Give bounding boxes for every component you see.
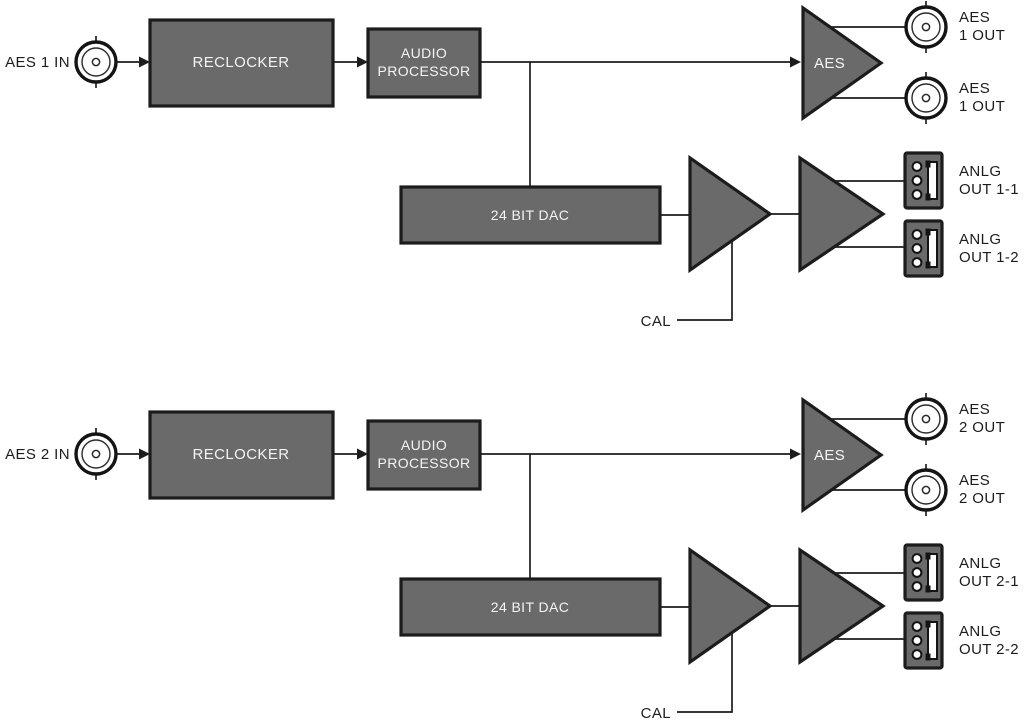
anlg-out1-label-line2: OUT 1-1 [959, 181, 1019, 198]
cal-label: CAL [641, 705, 671, 722]
terminal-bracket [927, 621, 938, 660]
bnc-input-connector [74, 428, 118, 480]
terminal-pin [911, 229, 923, 240]
bnc-inner-ring [911, 83, 941, 113]
bnc-inner-ring [911, 475, 941, 505]
bnc-center-pin [91, 57, 101, 67]
bnc-output-connector [904, 72, 948, 124]
anlg-out2-label-line2: OUT 2-2 [959, 641, 1019, 658]
audio-processor-label-line1: AUDIO [401, 45, 447, 61]
aes-driver-triangle [801, 4, 884, 122]
terminal-bracket-tab [925, 228, 931, 236]
arrowhead-icon [790, 448, 801, 460]
bnc-output-connector [904, 1, 948, 53]
terminal-output-connector [903, 219, 944, 278]
amplifier-2-triangle [798, 546, 886, 666]
reclocker-label: RECLOCKER [193, 54, 290, 71]
dac-label: 24 BIT DAC [491, 207, 569, 223]
terminal-pin [911, 189, 923, 200]
anlg-out1-label-line1: ANLG [959, 163, 1001, 180]
terminal-bracket-tab [925, 585, 931, 593]
terminal-output-connector [903, 151, 944, 210]
arrowhead-icon [790, 56, 801, 68]
terminal-pin [911, 635, 923, 646]
dac-label: 24 BIT DAC [491, 599, 569, 615]
channel-2-diagram: RECLOCKER AUDIO PROCESSOR 24 BIT DAC AES… [5, 393, 1019, 722]
terminal-bracket-tab [925, 653, 931, 661]
terminal-pin [911, 621, 923, 632]
bnc-inner-ring [911, 404, 941, 434]
arrowhead-icon [139, 56, 150, 68]
bnc-inner-ring [81, 439, 111, 469]
bnc-center-pin [921, 485, 931, 495]
aes-driver-label: AES [814, 55, 845, 72]
audio-processor-label-line2: PROCESSOR [377, 63, 470, 79]
terminal-pin [911, 161, 923, 172]
cal-label: CAL [641, 313, 671, 330]
aes-driver-triangle [801, 396, 884, 514]
arrowhead-icon [357, 448, 368, 460]
terminal-pin [911, 257, 923, 268]
aes-driver-label: AES [814, 447, 845, 464]
bnc-output-connector [904, 464, 948, 516]
terminal-pin [911, 567, 923, 578]
wire-cal [677, 628, 733, 713]
reclocker-block [148, 18, 335, 108]
terminal-bracket [927, 553, 938, 592]
terminal-pin [911, 243, 923, 254]
aes-out1-label-line2: 2 OUT [959, 419, 1005, 436]
aes-out1-label-line1: AES [959, 9, 990, 26]
terminal-output-connector [903, 543, 944, 602]
terminal-bracket-tab [925, 193, 931, 201]
dac-block [399, 185, 662, 245]
aes-out2-label-line2: 1 OUT [959, 98, 1005, 115]
bnc-center-pin [921, 414, 931, 424]
wire-cal [677, 236, 733, 321]
terminal-pin [911, 649, 923, 660]
arrowhead-icon [357, 56, 368, 68]
terminal-bracket-tab [925, 261, 931, 269]
terminal-pin [911, 175, 923, 186]
bnc-center-pin [921, 22, 931, 32]
terminal-pin [911, 581, 923, 592]
amplifier-1-triangle [688, 154, 773, 274]
amplifier-2-triangle [798, 154, 886, 274]
terminal-pin [911, 553, 923, 564]
terminal-bracket-tab [925, 620, 931, 628]
terminal-bracket-tab [925, 160, 931, 168]
anlg-out2-label-line1: ANLG [959, 623, 1001, 640]
audio-processor-block [366, 27, 482, 99]
aes-out1-label-line2: 1 OUT [959, 27, 1005, 44]
terminal-bracket [927, 229, 938, 268]
aes-out2-label-line1: AES [959, 80, 990, 97]
anlg-out1-label-line2: OUT 2-1 [959, 573, 1019, 590]
terminal-output-connector [903, 611, 944, 670]
input-label: AES 1 IN [5, 54, 70, 71]
anlg-out2-label-line2: OUT 1-2 [959, 249, 1019, 266]
bnc-inner-ring [911, 12, 941, 42]
bnc-input-connector [74, 36, 118, 88]
anlg-out1-label-line1: ANLG [959, 555, 1001, 572]
terminal-bracket-tab [925, 552, 931, 560]
bnc-center-pin [91, 449, 101, 459]
aes-out1-label-line1: AES [959, 401, 990, 418]
aes-out2-label-line1: AES [959, 472, 990, 489]
audio-processor-label-line2: PROCESSOR [377, 455, 470, 471]
amplifier-1-triangle [688, 546, 773, 666]
bnc-output-connector [904, 393, 948, 445]
audio-processor-block [366, 419, 482, 491]
reclocker-block [148, 410, 335, 500]
audio-processor-label-line1: AUDIO [401, 437, 447, 453]
bnc-center-pin [921, 93, 931, 103]
bnc-inner-ring [81, 47, 111, 77]
dac-block [399, 577, 662, 637]
channel-1-diagram: RECLOCKER AUDIO PROCESSOR 24 BIT DAC AES… [5, 1, 1019, 330]
arrowhead-icon [139, 448, 150, 460]
reclocker-label: RECLOCKER [193, 446, 290, 463]
aes-out2-label-line2: 2 OUT [959, 490, 1005, 507]
anlg-out2-label-line1: ANLG [959, 231, 1001, 248]
terminal-bracket [927, 161, 938, 200]
input-label: AES 2 IN [5, 446, 70, 463]
